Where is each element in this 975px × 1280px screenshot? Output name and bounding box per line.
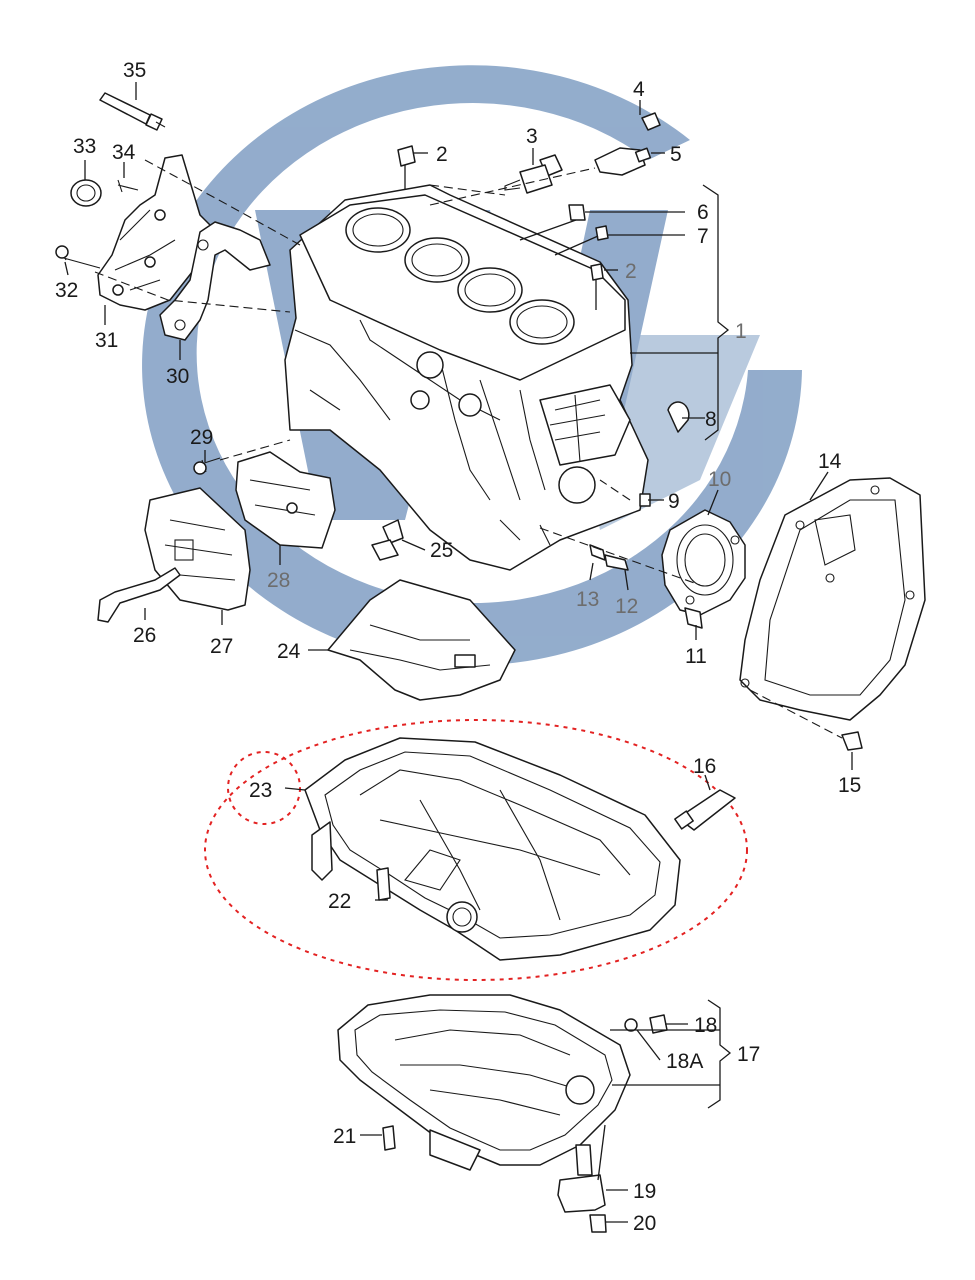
- callout-label: 32: [55, 279, 78, 302]
- oil-pump-bracket: [55, 154, 301, 341]
- callout-label: 10: [708, 468, 731, 491]
- lower-oil-pan: [337, 994, 668, 1171]
- callout-label: 9: [668, 490, 680, 513]
- callout-label: 33: [73, 135, 96, 158]
- crankshaft-seal-flange: [539, 509, 746, 629]
- callout-label: 2: [436, 143, 448, 166]
- callout-label: 20: [633, 1212, 656, 1235]
- callout-label: 35: [123, 59, 146, 82]
- cylinder-block: [284, 184, 649, 571]
- sensors-and-plugs: [397, 112, 690, 507]
- callout-label: 26: [133, 624, 156, 647]
- callout-label: 16: [693, 755, 716, 778]
- highlight-circle-23: [227, 751, 301, 825]
- callout-label: 1: [735, 320, 747, 343]
- callout-label: 25: [430, 539, 453, 562]
- oil-level-sensor: [557, 1144, 607, 1233]
- callout-label: 19: [633, 1180, 656, 1203]
- callout-label: 22: [328, 890, 351, 913]
- callout-label: 31: [95, 329, 118, 352]
- highlight-ellipse: [204, 719, 748, 981]
- callout-label: 5: [670, 143, 682, 166]
- leader-lines: [64, 100, 853, 1223]
- left-lower-parts: [97, 439, 516, 701]
- callout-label: 27: [210, 635, 233, 658]
- callout-label: 15: [838, 774, 861, 797]
- callout-label: 24: [277, 640, 301, 663]
- callout-label: 34: [112, 141, 136, 164]
- callout-label: 28: [267, 569, 290, 592]
- callout-label: 23: [249, 779, 272, 802]
- callout-label: 21: [333, 1125, 356, 1148]
- callout-label: 18: [694, 1014, 717, 1037]
- callout-label: 11: [685, 645, 707, 668]
- callout-label: 18A: [666, 1050, 703, 1073]
- callout-label: 8: [705, 408, 717, 431]
- callout-label: 17: [737, 1043, 760, 1066]
- sealant-tube-35: [99, 82, 166, 131]
- transmission-gasket: [739, 477, 926, 751]
- upper-oil-pan: [304, 737, 736, 961]
- callout-label: 12: [615, 595, 638, 618]
- callout-label: 4: [633, 78, 645, 101]
- callout-label: 30: [166, 365, 189, 388]
- callout-labels: 1 2 2 3 4 5 6 7 8 9 10 11 12 13 14 15 16…: [55, 59, 861, 1235]
- callout-label: 29: [190, 426, 213, 449]
- callout-label: 14: [818, 450, 842, 473]
- callout-label: 3: [526, 125, 538, 148]
- callout-label: 13: [576, 588, 599, 611]
- callout-label: 6: [697, 201, 709, 224]
- callout-label: 7: [697, 225, 709, 248]
- callout-label: 2: [625, 260, 637, 283]
